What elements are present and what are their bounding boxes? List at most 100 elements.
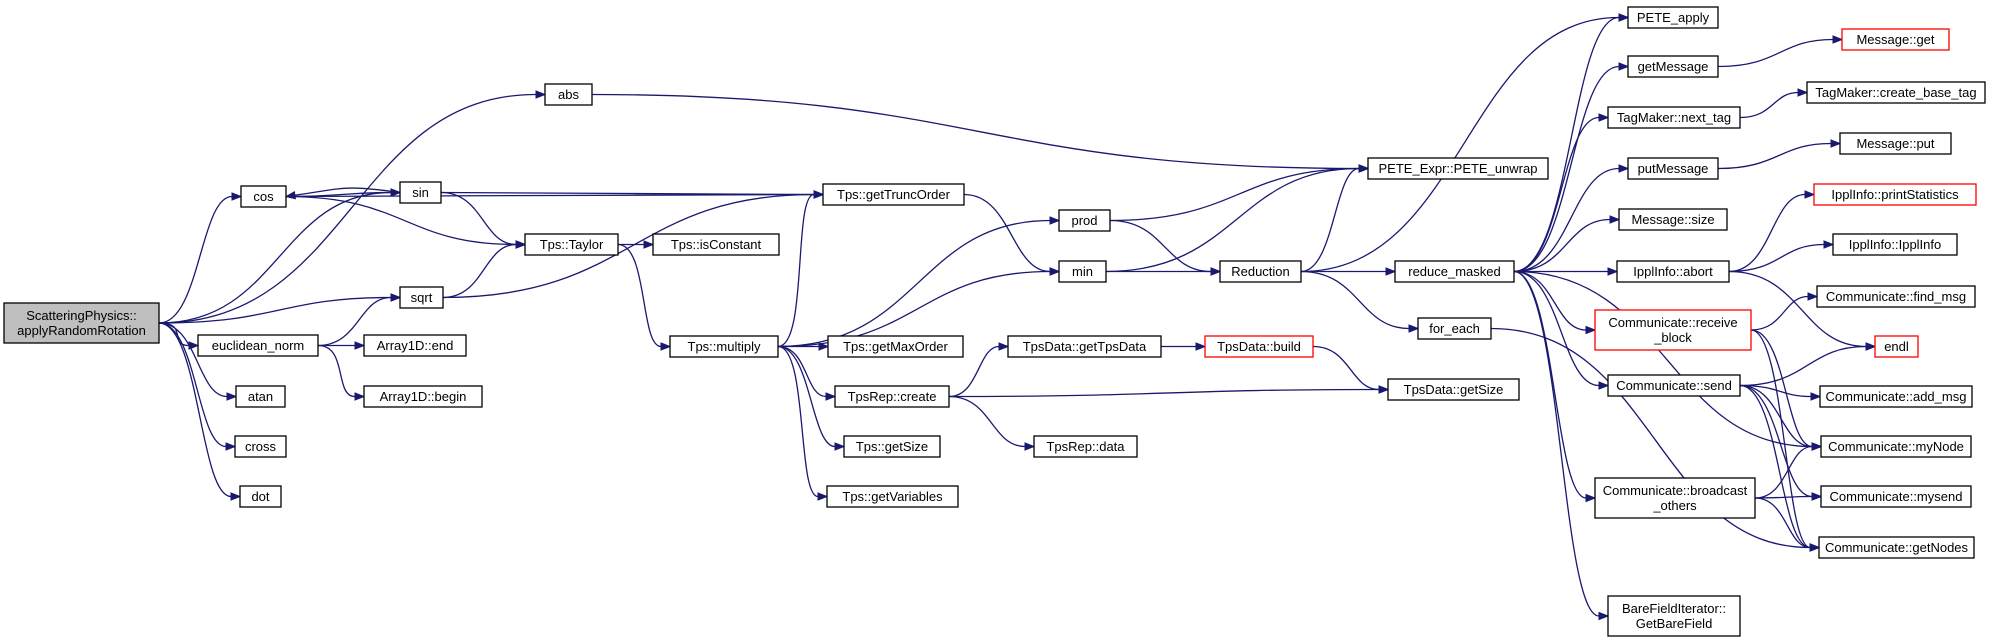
node-label: Communicate::getNodes bbox=[1825, 540, 1969, 555]
node-array1d-end[interactable]: Array1D::end bbox=[363, 334, 467, 357]
node-abs[interactable]: abs bbox=[544, 83, 593, 106]
node-label: PETE_Expr::PETE_unwrap bbox=[1379, 161, 1538, 176]
node-box bbox=[1874, 335, 1919, 358]
edge-arrowhead bbox=[1378, 385, 1390, 394]
node-box bbox=[1219, 260, 1302, 283]
node-reduce-masked[interactable]: reduce_masked bbox=[1394, 260, 1515, 283]
node-sin[interactable]: sin bbox=[399, 181, 442, 204]
node-tps-multiply[interactable]: Tps::multiply bbox=[669, 335, 779, 358]
node-comm-add-msg[interactable]: Communicate::add_msg bbox=[1819, 385, 1973, 408]
edge-reduction-to-pete-apply bbox=[1300, 13, 1630, 273]
edge-tps-multiply-to-tps-getvariables bbox=[777, 345, 829, 501]
node-euclidean-norm[interactable]: euclidean_norm bbox=[197, 334, 319, 357]
edge-line bbox=[948, 345, 1000, 398]
node-tps-getvariables[interactable]: Tps::getVariables bbox=[826, 485, 959, 508]
edge-line bbox=[158, 322, 228, 398]
edge-prod-to-reduction bbox=[1109, 219, 1222, 276]
edge-line bbox=[1739, 384, 1812, 398]
node-box bbox=[363, 385, 483, 408]
edge-arrowhead bbox=[1598, 381, 1610, 390]
node-tagmaker-next-tag[interactable]: TagMaker::next_tag bbox=[1607, 106, 1741, 129]
edge-reduce-masked-to-putmessage bbox=[1513, 164, 1630, 273]
node-label: abs bbox=[558, 87, 579, 102]
node-box bbox=[1417, 317, 1492, 340]
node-box bbox=[1394, 260, 1515, 283]
edge-line bbox=[1754, 495, 1813, 499]
node-comm-send[interactable]: Communicate::send bbox=[1607, 374, 1741, 397]
node-atan[interactable]: atan bbox=[235, 385, 286, 408]
edge-arrowhead bbox=[1408, 324, 1420, 333]
node-barefielditerator-getbarefield[interactable]: BareFieldIterator::GetBareField bbox=[1607, 595, 1741, 637]
edge-arrowhead bbox=[1809, 543, 1821, 552]
edge-arrowhead bbox=[1598, 113, 1610, 122]
node-endl[interactable]: endl bbox=[1874, 335, 1919, 358]
edge-comm-receive-block-to-comm-find-msg bbox=[1750, 292, 1819, 331]
node-box bbox=[239, 485, 282, 508]
node-dot[interactable]: dot bbox=[239, 485, 282, 508]
edge-putmessage-to-message-put bbox=[1717, 139, 1842, 170]
node-tpsrep-create[interactable]: TpsRep::create bbox=[834, 385, 950, 408]
node-label: Tps::getMaxOrder bbox=[843, 339, 948, 354]
node-comm-receive-block[interactable]: Communicate::receive_block bbox=[1594, 309, 1752, 351]
node-reduction[interactable]: Reduction bbox=[1219, 260, 1302, 283]
node-putmessage[interactable]: putMessage bbox=[1627, 157, 1719, 180]
node-root[interactable]: ScatteringPhysics::applyRandomRotation bbox=[3, 302, 160, 344]
node-box bbox=[826, 485, 959, 508]
node-box bbox=[524, 233, 619, 256]
node-tps-isconstant[interactable]: Tps::isConstant bbox=[652, 233, 780, 256]
edge-line bbox=[1750, 329, 1811, 549]
edge-arrowhead bbox=[998, 342, 1010, 351]
edge-arrowhead bbox=[1598, 611, 1610, 621]
node-message-put[interactable]: Message::put bbox=[1839, 132, 1952, 155]
node-ipplinfo-abort[interactable]: IpplInfo::abort bbox=[1616, 260, 1730, 283]
edge-tps-multiply-to-prod bbox=[777, 216, 1061, 348]
node-cos[interactable]: cos bbox=[240, 185, 287, 208]
edge-line bbox=[1750, 329, 1813, 448]
node-box bbox=[1820, 485, 1972, 508]
node-box bbox=[1618, 208, 1728, 231]
node-ipplinfo-printstatistics[interactable]: IpplInfo::printStatistics bbox=[1813, 183, 1977, 206]
node-tps-getmaxorder[interactable]: Tps::getMaxOrder bbox=[827, 335, 964, 358]
node-tpsdata-getsize[interactable]: TpsData::getSize bbox=[1387, 378, 1520, 401]
node-label: TpsData::getSize bbox=[1404, 382, 1504, 397]
edge-line bbox=[294, 187, 401, 196]
node-comm-getnodes[interactable]: Communicate::getNodes bbox=[1818, 536, 1975, 559]
edge-arrowhead bbox=[1385, 267, 1397, 276]
node-label: Reduction bbox=[1231, 264, 1290, 279]
node-array1d-begin[interactable]: Array1D::begin bbox=[363, 385, 483, 408]
edge-arrowhead bbox=[354, 341, 366, 350]
node-tpsdata-build[interactable]: TpsData::build bbox=[1204, 335, 1314, 358]
node-comm-mysend[interactable]: Communicate::mysend bbox=[1820, 485, 1972, 508]
node-prod[interactable]: prod bbox=[1058, 209, 1111, 232]
node-tps-getsize[interactable]: Tps::getSize bbox=[843, 435, 941, 458]
node-label: TpsRep::create bbox=[848, 389, 937, 404]
node-pete-unwrap[interactable]: PETE_Expr::PETE_unwrap bbox=[1367, 157, 1549, 180]
node-for-each[interactable]: for_each bbox=[1417, 317, 1492, 340]
node-box bbox=[1367, 157, 1549, 180]
node-sqrt[interactable]: sqrt bbox=[399, 286, 444, 309]
node-box bbox=[1607, 374, 1741, 397]
node-tps-gettruncorder[interactable]: Tps::getTruncOrder bbox=[822, 183, 965, 206]
node-comm-mynode[interactable]: Communicate::myNode bbox=[1820, 435, 1972, 458]
edge-tpsdata-build-to-tpsdata-getsize bbox=[1312, 345, 1390, 394]
node-min[interactable]: min bbox=[1058, 260, 1107, 283]
node-label: IpplInfo::printStatistics bbox=[1831, 187, 1959, 202]
node-comm-find-msg[interactable]: Communicate::find_msg bbox=[1816, 285, 1976, 308]
node-tps-taylor[interactable]: Tps::Taylor bbox=[524, 233, 619, 256]
node-getmessage[interactable]: getMessage bbox=[1627, 55, 1719, 78]
node-box bbox=[1627, 55, 1719, 78]
node-box bbox=[1816, 285, 1976, 308]
node-message-get[interactable]: Message::get bbox=[1841, 28, 1950, 51]
edge-arrowhead bbox=[1585, 493, 1597, 503]
node-tagmaker-create-base-tag[interactable]: TagMaker::create_base_tag bbox=[1806, 81, 1986, 104]
node-ipplinfo-ipplinfo[interactable]: IpplInfo::IpplInfo bbox=[1832, 233, 1958, 256]
node-tpsdata-gettpsdata[interactable]: TpsData::getTpsData bbox=[1007, 335, 1162, 358]
node-cross[interactable]: cross bbox=[234, 435, 287, 458]
edge-comm-send-to-endl bbox=[1739, 342, 1877, 387]
edge-line bbox=[777, 345, 819, 498]
node-tpsrep-data[interactable]: TpsRep::data bbox=[1033, 435, 1138, 458]
node-message-size[interactable]: Message::size bbox=[1618, 208, 1728, 231]
node-comm-broadcast-others[interactable]: Communicate::broadcast_others bbox=[1594, 477, 1756, 519]
node-pete-apply[interactable]: PETE_apply bbox=[1627, 6, 1719, 29]
node-box bbox=[1594, 477, 1756, 519]
